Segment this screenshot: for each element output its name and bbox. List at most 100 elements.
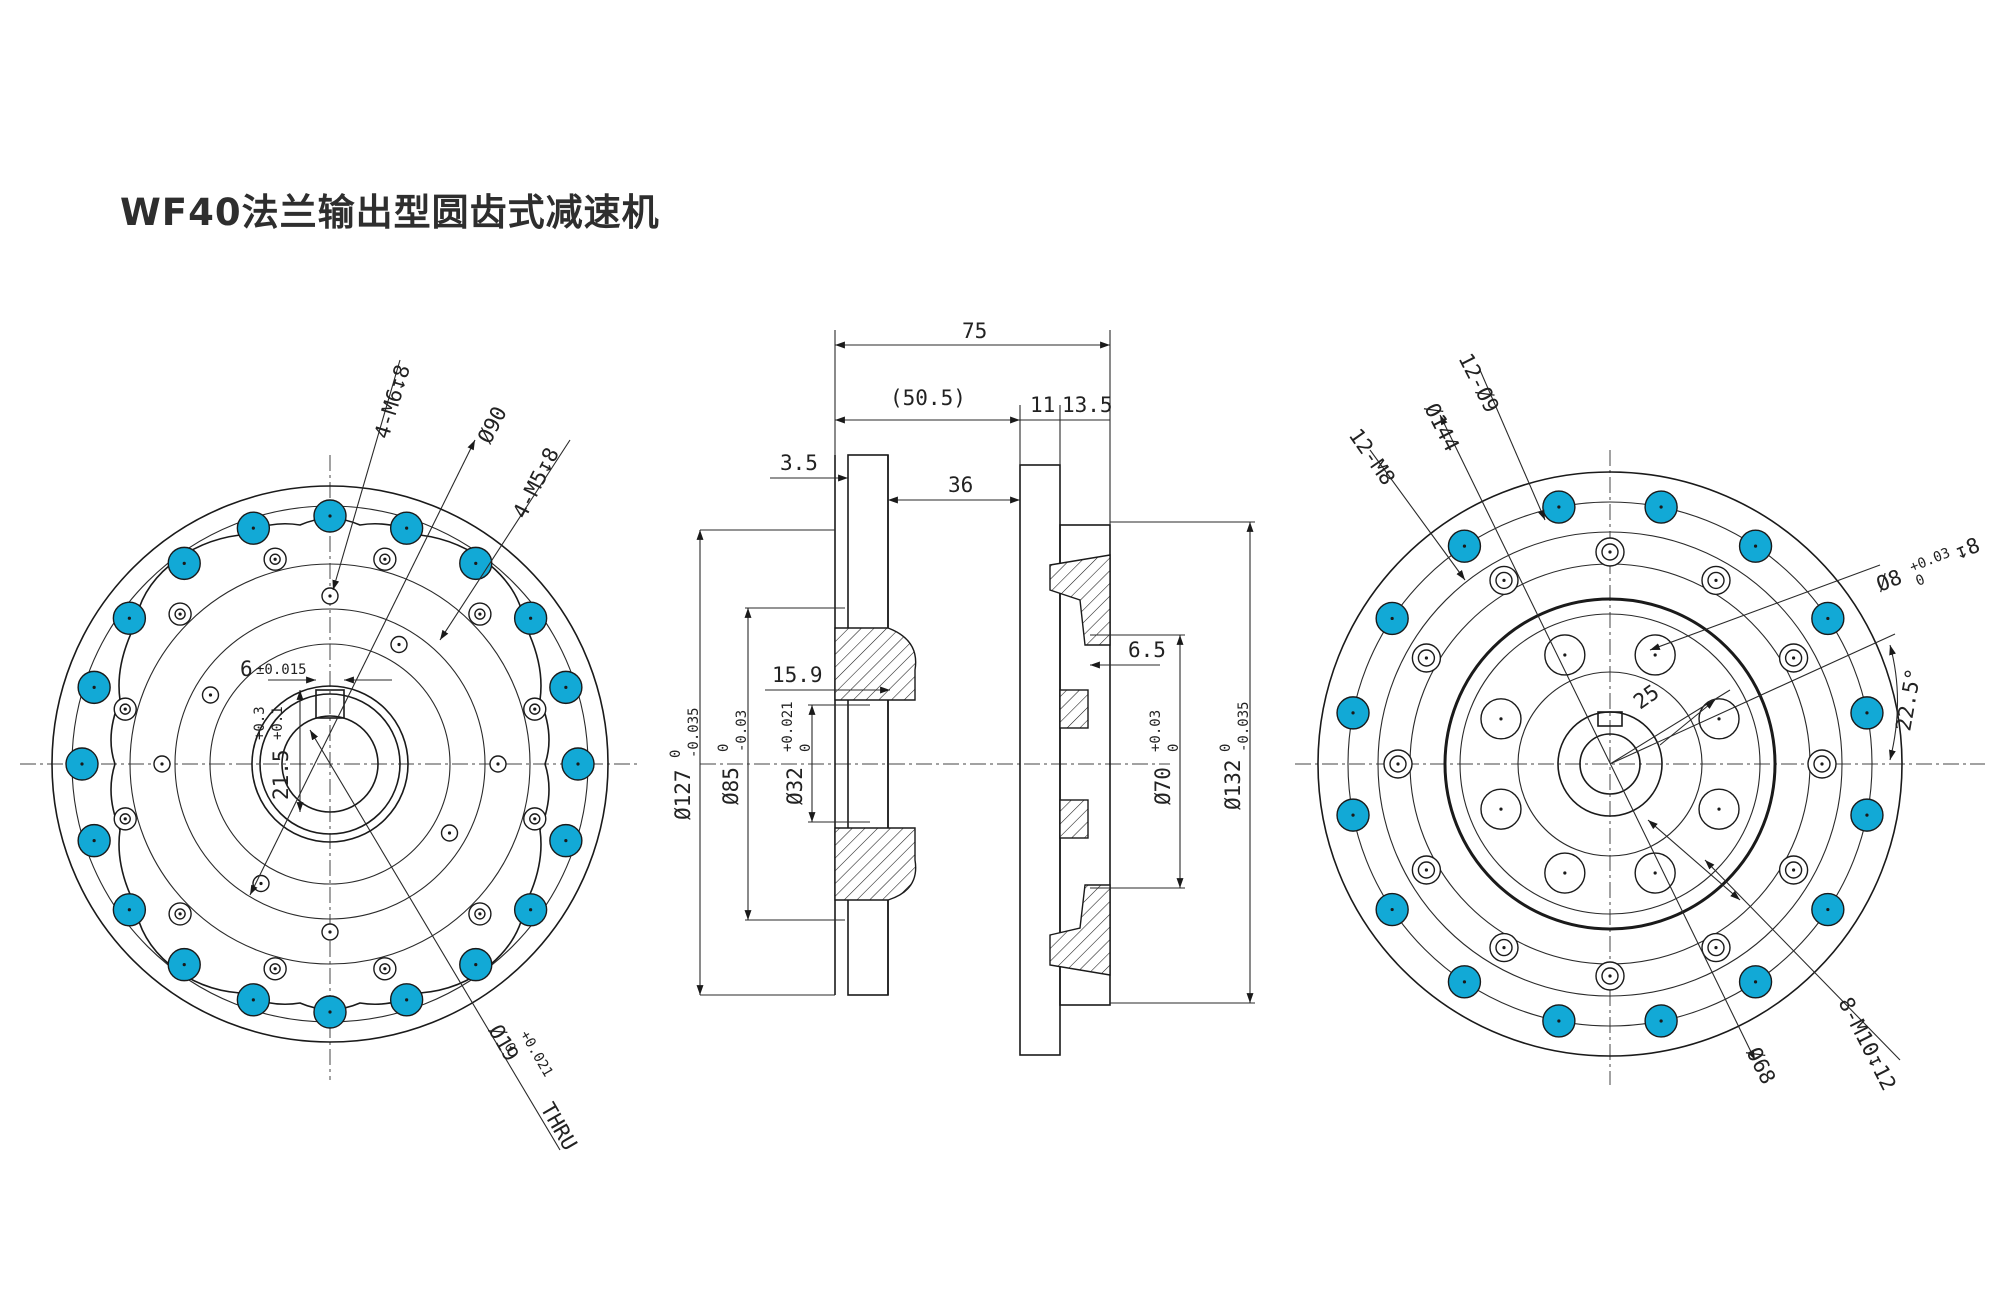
- left-m5-hole-center: [208, 693, 213, 697]
- left-blue-holes: [65, 499, 595, 1029]
- left-m6-hole-center: [328, 594, 332, 598]
- left-m6-hole-center: [160, 762, 164, 766]
- right-blue-hole-center: [1659, 505, 1663, 509]
- left-blue-hole-center: [80, 762, 84, 766]
- section-upper-left: [834, 627, 917, 701]
- left-m6-hole-center: [496, 762, 500, 766]
- left-small-hole-center: [383, 557, 387, 561]
- d32-tol-upper: +0.021: [780, 701, 796, 752]
- right-view: 12-Ø9 Ø144 12-M8 Ø8 +0.03 0 ↧8 22.5° 25 …: [1295, 349, 1985, 1094]
- left-small-hole-center: [478, 912, 482, 916]
- left-blue-hole-center: [564, 685, 568, 689]
- right-blue-hole-center: [1826, 616, 1830, 621]
- left-blue-hole-center: [576, 762, 580, 766]
- left-small-hole-center: [383, 967, 387, 971]
- left-blue-hole-center: [328, 1010, 332, 1014]
- d144-leader: [1439, 414, 1756, 1061]
- right-m10-hole-center: [1499, 717, 1503, 721]
- left-blue-hole-center: [127, 616, 131, 620]
- m5-label: 4-M5↧8: [508, 444, 564, 522]
- left-blue-hole-center: [405, 526, 409, 530]
- d68-label: Ø68: [1742, 1043, 1781, 1088]
- right-blue-hole-center: [1351, 813, 1355, 817]
- right-m8-hole-center: [1608, 974, 1612, 978]
- d132-label: Ø132: [1221, 759, 1245, 810]
- d85-tol-lower: -0.03: [734, 710, 750, 752]
- d85-tol-upper: 0: [716, 744, 732, 752]
- left-small-hole-center: [123, 817, 127, 821]
- bore-thru-label: THRU: [536, 1099, 582, 1155]
- right-m10-hole-center: [1717, 717, 1721, 721]
- right-m8-hole-center: [1714, 578, 1718, 583]
- left-m5-hole-center: [447, 831, 452, 835]
- left-blue-hole-center: [474, 561, 478, 565]
- d132-tol-upper: 0: [1218, 744, 1234, 752]
- left-blue-hole-center: [328, 514, 332, 518]
- m8-label: 12-M8: [1344, 424, 1400, 490]
- inner-1-label: 15.9: [772, 663, 823, 687]
- section-mid-upper: [1059, 689, 1089, 729]
- right-m8-hole-center: [1502, 945, 1506, 950]
- flange-1-label: 11: [1030, 393, 1055, 417]
- total-length-label: 75: [962, 319, 987, 343]
- angle-arc: [1889, 644, 1898, 761]
- left-m5-hole-center: [259, 881, 263, 886]
- right-blue-hole-center: [1826, 907, 1830, 912]
- left-blue-hole-center: [564, 839, 568, 843]
- side-view: 75 (50.5) 11 13.5 3.5 36 15.9 6.5 Ø127 0…: [668, 319, 1255, 1056]
- d68-dim: [1647, 819, 1741, 901]
- right-blue-hole-center: [1462, 544, 1467, 548]
- m5-leader: [439, 439, 571, 641]
- d144-label: Ø144: [1420, 399, 1464, 455]
- left-blue-hole-center: [529, 908, 533, 912]
- d127-label: Ø127: [671, 769, 695, 820]
- output-flange: [1019, 464, 1061, 1056]
- left-small-hole-center: [478, 612, 482, 616]
- section-lower-right: [1049, 884, 1111, 976]
- left-blue-hole-center: [127, 908, 131, 912]
- d32-label: Ø32: [783, 767, 807, 805]
- right-blue-hole-center: [1753, 980, 1758, 984]
- body-length-label: (50.5): [890, 386, 966, 410]
- d127-tol-lower: -0.035: [686, 707, 702, 758]
- m8-leader: [1369, 449, 1466, 581]
- right-m8-hole-center: [1791, 656, 1796, 660]
- left-small-hole-center: [178, 612, 182, 616]
- left-small-hole-center: [533, 707, 537, 711]
- right-m8-hole-center: [1820, 762, 1824, 766]
- key-height-tol-upper: +0.3: [252, 706, 268, 740]
- right-m10-hole-center: [1563, 871, 1567, 875]
- right-m8-hole-center: [1608, 550, 1612, 554]
- r25-label: 25: [1629, 680, 1663, 714]
- right-m8-hole-center: [1424, 656, 1429, 660]
- d70-tol-upper: +0.03: [1148, 710, 1164, 752]
- right-m8-hole-center: [1791, 868, 1796, 872]
- right-blue-hole-center: [1865, 711, 1869, 715]
- right-blue-hole-center: [1557, 505, 1561, 509]
- m10-label: 8-M10↧12: [1834, 993, 1901, 1094]
- left-blue-hole-center: [251, 526, 255, 530]
- d90-leader: [249, 439, 476, 896]
- step-label: 3.5: [780, 451, 818, 475]
- left-blue-hole-center: [474, 963, 478, 967]
- left-small-hole-center: [273, 557, 277, 561]
- section-upper-right: [1049, 554, 1111, 646]
- key-width-label: 6: [240, 657, 253, 681]
- left-blue-hole-center: [182, 561, 186, 565]
- right-m8-hole-center: [1502, 578, 1506, 583]
- d90-label: Ø90: [473, 403, 512, 448]
- d70-tol-lower: 0: [1166, 744, 1182, 752]
- left-blue-hole-center: [92, 685, 96, 689]
- key-height-tol-lower: +0.1: [270, 706, 286, 740]
- right-blue-hole-center: [1351, 711, 1355, 715]
- right-blue-hole-center: [1557, 1019, 1561, 1023]
- left-blue-hole-center: [182, 963, 186, 967]
- right-blue-hole-center: [1390, 907, 1394, 912]
- input-body-left: [847, 454, 889, 996]
- left-small-hole-center: [178, 912, 182, 916]
- page-title: WF40法兰输出型圆齿式减速机: [120, 191, 660, 234]
- angle-ray-2: [1609, 633, 1896, 765]
- bore-label: Ø19: [484, 1021, 524, 1066]
- right-blue-hole-center: [1865, 813, 1869, 817]
- left-blue-hole-center: [251, 998, 255, 1002]
